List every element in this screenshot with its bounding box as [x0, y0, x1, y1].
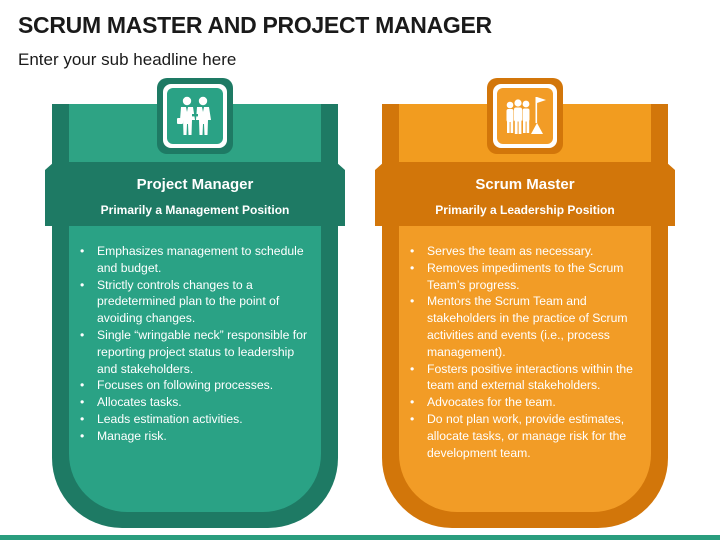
list-item: Allocates tasks. — [75, 394, 315, 411]
list-item: Mentors the Scrum Team and stakeholders … — [405, 293, 645, 360]
card-title: Scrum Master — [475, 176, 575, 193]
project-manager-card: Project Manager Primarily a Management P… — [45, 78, 345, 528]
card-subtitle: Primarily a Leadership Position — [435, 203, 615, 217]
bullet-list: Serves the team as necessary. Removes im… — [405, 243, 645, 461]
page-subtitle: Enter your sub headline here — [18, 50, 237, 69]
business-people-icon — [177, 96, 211, 135]
list-item: Do not plan work, provide estimates, all… — [405, 411, 645, 461]
team-flag-icon — [506, 97, 546, 134]
card-subtitle: Primarily a Management Position — [100, 203, 290, 217]
icon-holder — [487, 78, 563, 154]
scrum-master-card: Scrum Master Primarily a Leadership Posi… — [375, 78, 675, 528]
list-item: Emphasizes management to schedule and bu… — [75, 243, 315, 277]
list-item: Removes impediments to the Scrum Team’s … — [405, 260, 645, 294]
list-item: Manage risk. — [75, 428, 315, 445]
bottom-accent-bar — [0, 535, 720, 540]
list-item: Strictly controls changes to a predeterm… — [75, 277, 315, 327]
list-item: Advocates for the team. — [405, 394, 645, 411]
page-title: SCRUM MASTER AND PROJECT MANAGER — [18, 12, 492, 38]
bullet-list: Emphasizes management to schedule and bu… — [75, 243, 315, 445]
card-title: Project Manager — [136, 176, 254, 193]
card-header-ribbon — [45, 162, 345, 226]
list-item: Focuses on following processes. — [75, 377, 315, 394]
list-item: Serves the team as necessary. — [405, 243, 645, 260]
icon-holder — [157, 78, 233, 154]
list-item: Fosters positive interactions within the… — [405, 361, 645, 395]
card-header-ribbon — [375, 162, 675, 226]
list-item: Leads estimation activities. — [75, 411, 315, 428]
list-item: Single “wringable neck” responsible for … — [75, 327, 315, 377]
